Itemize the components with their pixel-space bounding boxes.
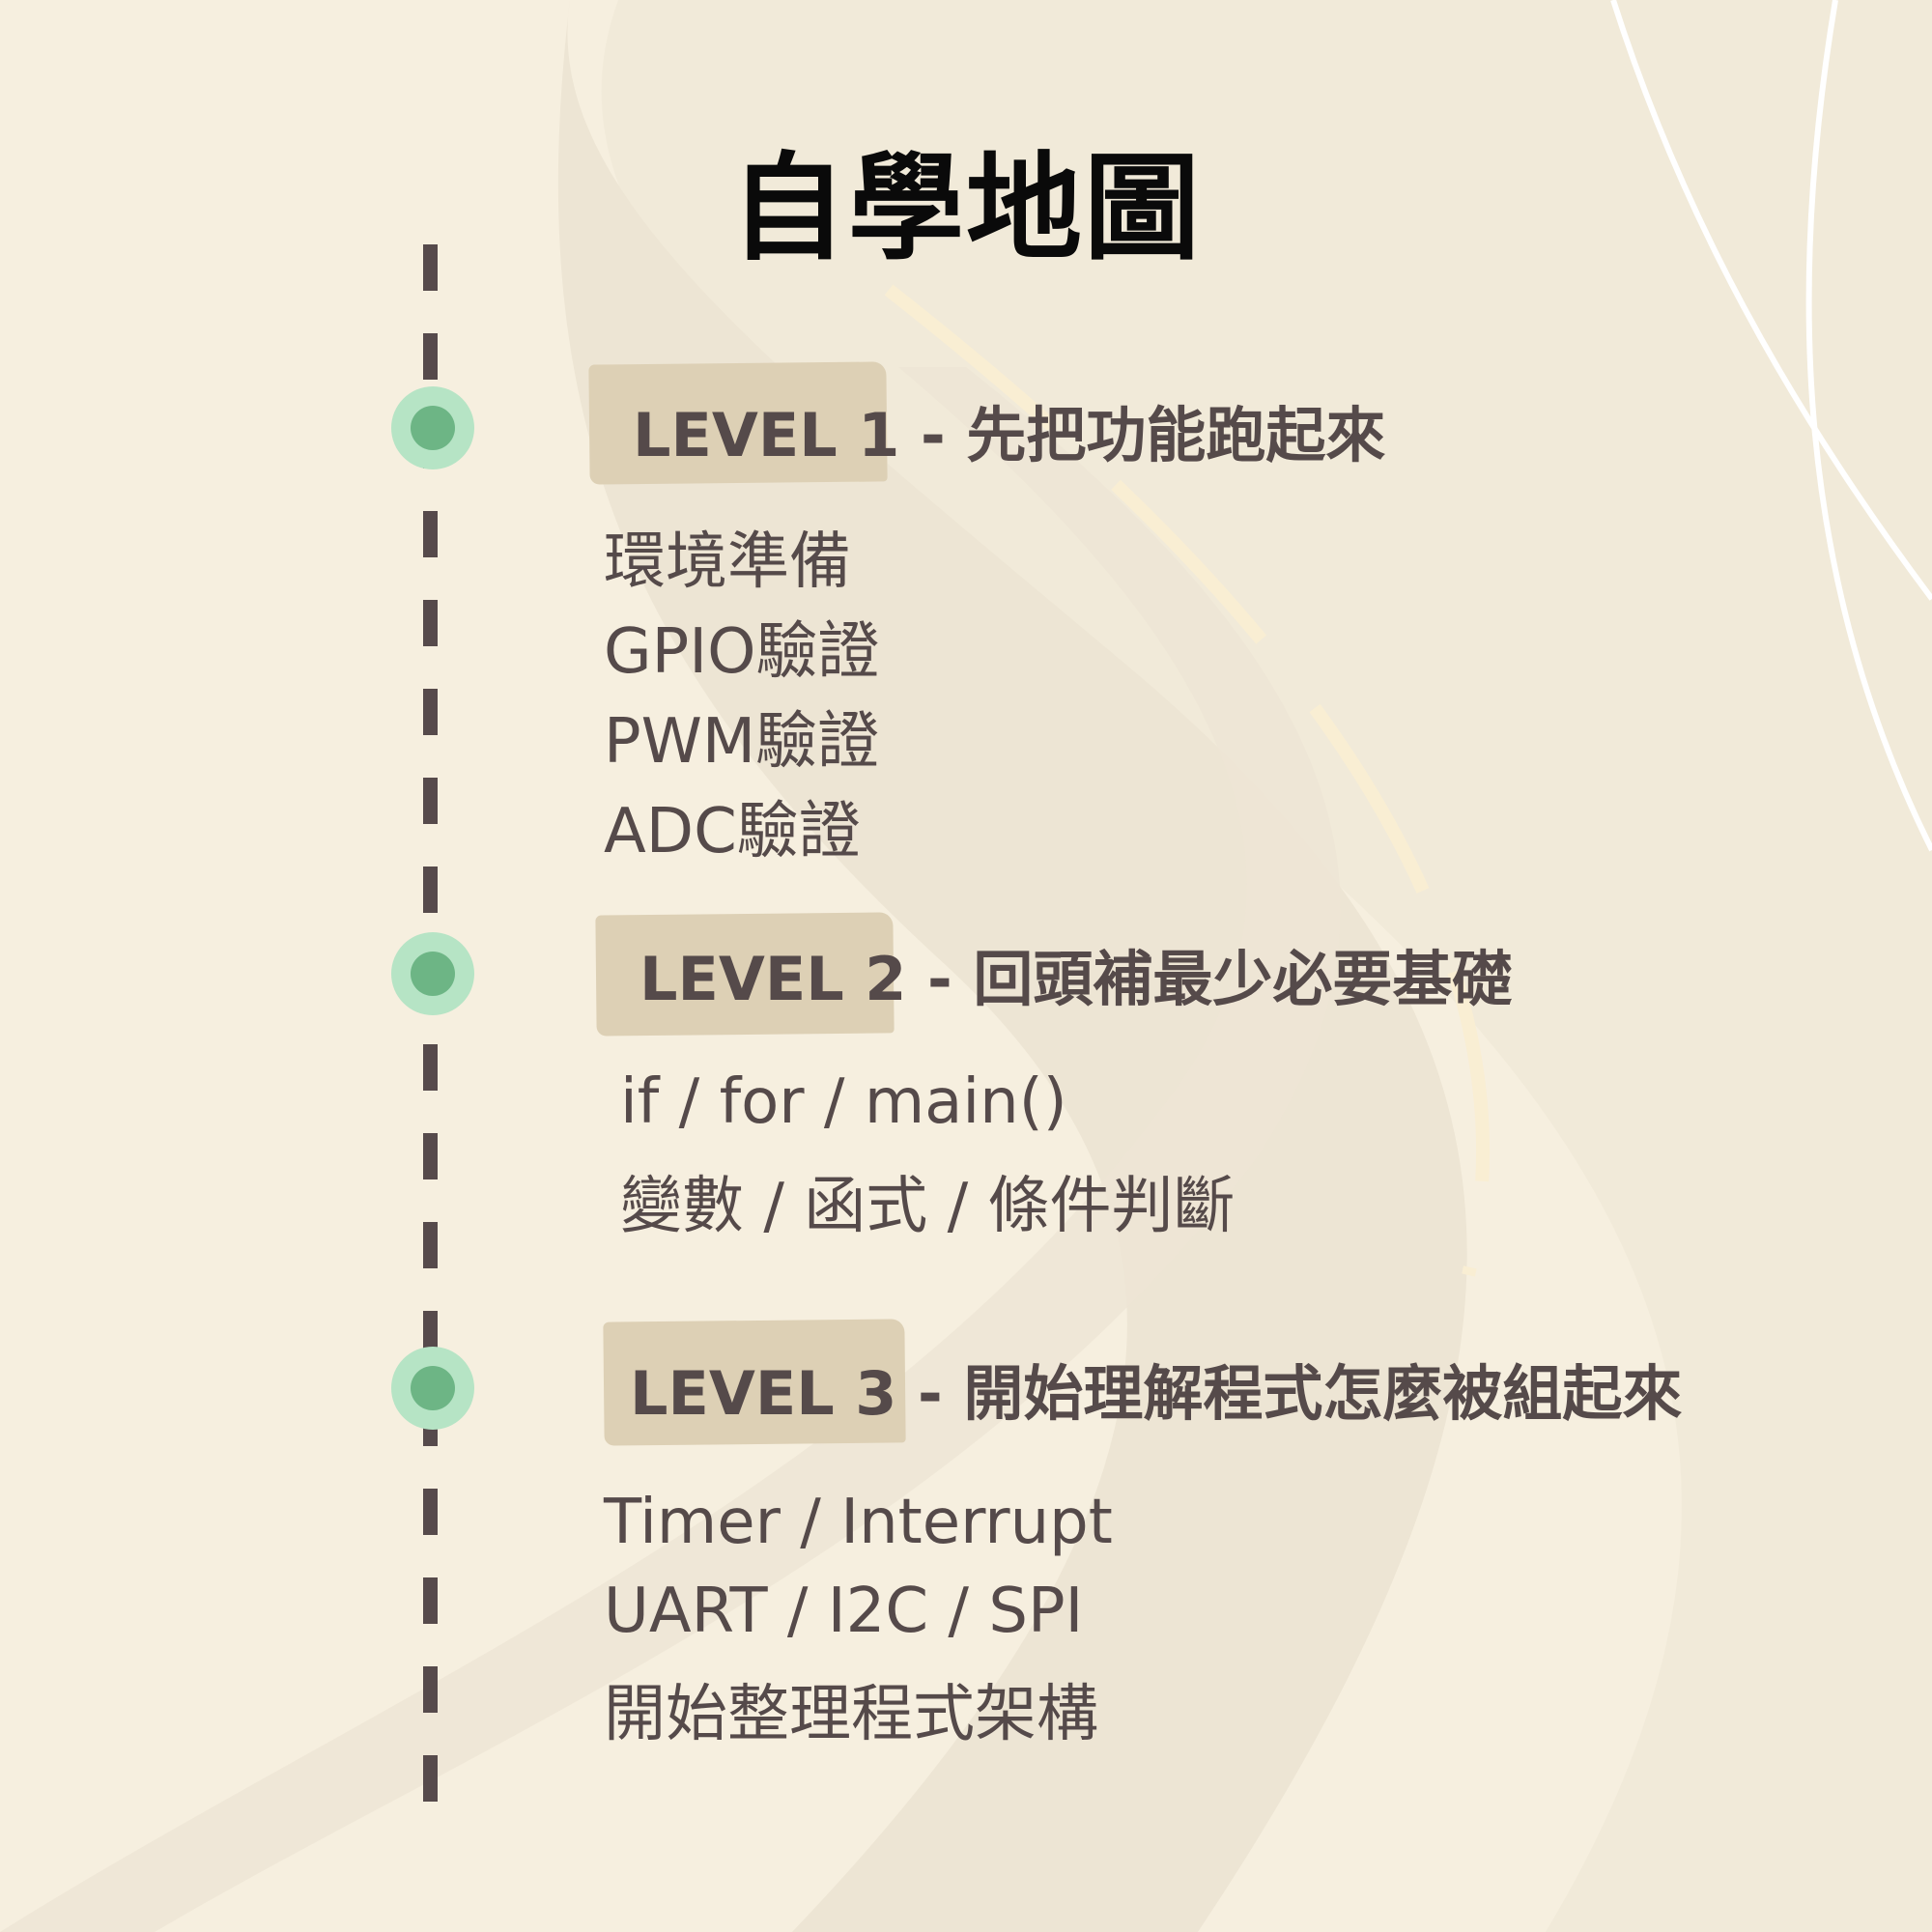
level-2-item: 變數 / 函式 / 條件判斷: [620, 1171, 1236, 1242]
level-2-node-icon: [391, 932, 474, 1015]
timeline-dashed-line: [423, 244, 438, 1829]
level-3-item: Timer / Interrupt: [604, 1487, 1113, 1558]
level-3-heading: LEVEL 3 - 開始理解程式怎麼被組起來: [630, 1358, 1683, 1429]
level-1-item: PWM驗證: [604, 706, 880, 778]
level-1-item: ADC驗證: [604, 796, 861, 867]
level-2-heading: LEVEL 2 - 回頭補最少必要基礎: [639, 944, 1513, 1014]
level-1-node-icon: [391, 386, 474, 469]
level-1-item: 環境準備: [604, 526, 851, 598]
level-3-item: 開始整理程式架構: [604, 1679, 1098, 1750]
level-3-item: UART / I2C / SPI: [604, 1576, 1084, 1647]
level-3-node-icon: [391, 1347, 474, 1430]
level-1-item: GPIO驗證: [604, 616, 880, 688]
page-title: 自學地圖: [730, 142, 1202, 276]
level-2-item: if / for / main(): [620, 1066, 1067, 1138]
level-1-heading: LEVEL 1 - 先把功能跑起來: [633, 400, 1386, 470]
